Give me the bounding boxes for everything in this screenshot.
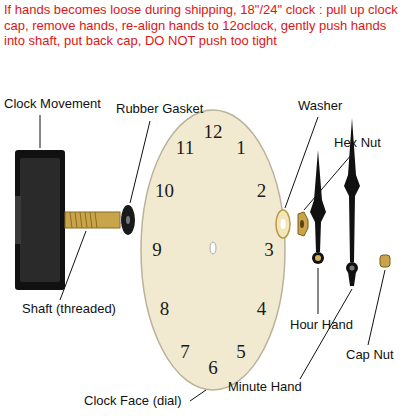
hex-nut-hole <box>300 220 304 228</box>
dial-numeral: 5 <box>236 341 246 363</box>
part-name: Hex Nut <box>334 136 381 151</box>
movement-panel <box>20 158 60 282</box>
dial-numeral: 12 <box>204 121 223 143</box>
leader-line <box>40 115 41 148</box>
leader-line <box>60 231 86 300</box>
minute-hand-tail <box>348 272 356 286</box>
dial-numeral: 7 <box>180 341 190 363</box>
leader-line <box>130 121 150 203</box>
washer-hole <box>281 219 286 229</box>
part-name: Minute Hand <box>228 380 302 395</box>
instruction-note: If hands becomes loose during shipping, … <box>4 2 410 49</box>
hour-hand-hub <box>312 252 324 264</box>
rubber-gasket <box>121 205 135 235</box>
leader-line <box>318 268 319 314</box>
dial-numeral: 6 <box>208 357 218 379</box>
part-name: Cap Nut <box>346 348 394 363</box>
clock-movement <box>15 150 65 290</box>
dial-numeral: 8 <box>160 298 170 320</box>
cap-nut <box>380 255 390 267</box>
hour-hand-bush <box>315 255 321 261</box>
dial-numeral: 11 <box>176 137 194 159</box>
dial-hole <box>210 242 216 254</box>
leader-line <box>285 117 318 208</box>
dial-numeral: 4 <box>257 298 267 320</box>
part-name: Rubber Gasket <box>116 102 203 117</box>
movement-latch <box>15 196 21 244</box>
leader-line <box>300 289 352 379</box>
part-name: Washer <box>298 99 342 114</box>
dial-numeral: 3 <box>264 239 274 261</box>
minute-hand-hole <box>350 266 355 271</box>
shaft <box>65 212 120 228</box>
gasket-hole <box>126 216 130 224</box>
hex-nut <box>298 212 308 236</box>
dial-numeral: 1 <box>236 137 246 159</box>
part-name: Hour Hand <box>290 318 353 333</box>
leader-lines <box>40 115 385 401</box>
leader-line <box>304 154 352 210</box>
dial-numeral: 2 <box>257 180 267 202</box>
leader-line <box>368 270 385 345</box>
leader-line <box>190 390 206 401</box>
washer <box>276 210 290 238</box>
hour-hand <box>310 150 326 252</box>
dial-numeral: 10 <box>155 180 174 202</box>
dial-numeral: 9 <box>152 239 162 261</box>
part-name: Clock Face (dial) <box>84 394 182 409</box>
shaft-thread <box>70 212 97 228</box>
part-name: Shaft (threaded) <box>22 302 116 317</box>
clock-face <box>141 110 285 390</box>
part-name: Clock Movement <box>4 97 101 112</box>
